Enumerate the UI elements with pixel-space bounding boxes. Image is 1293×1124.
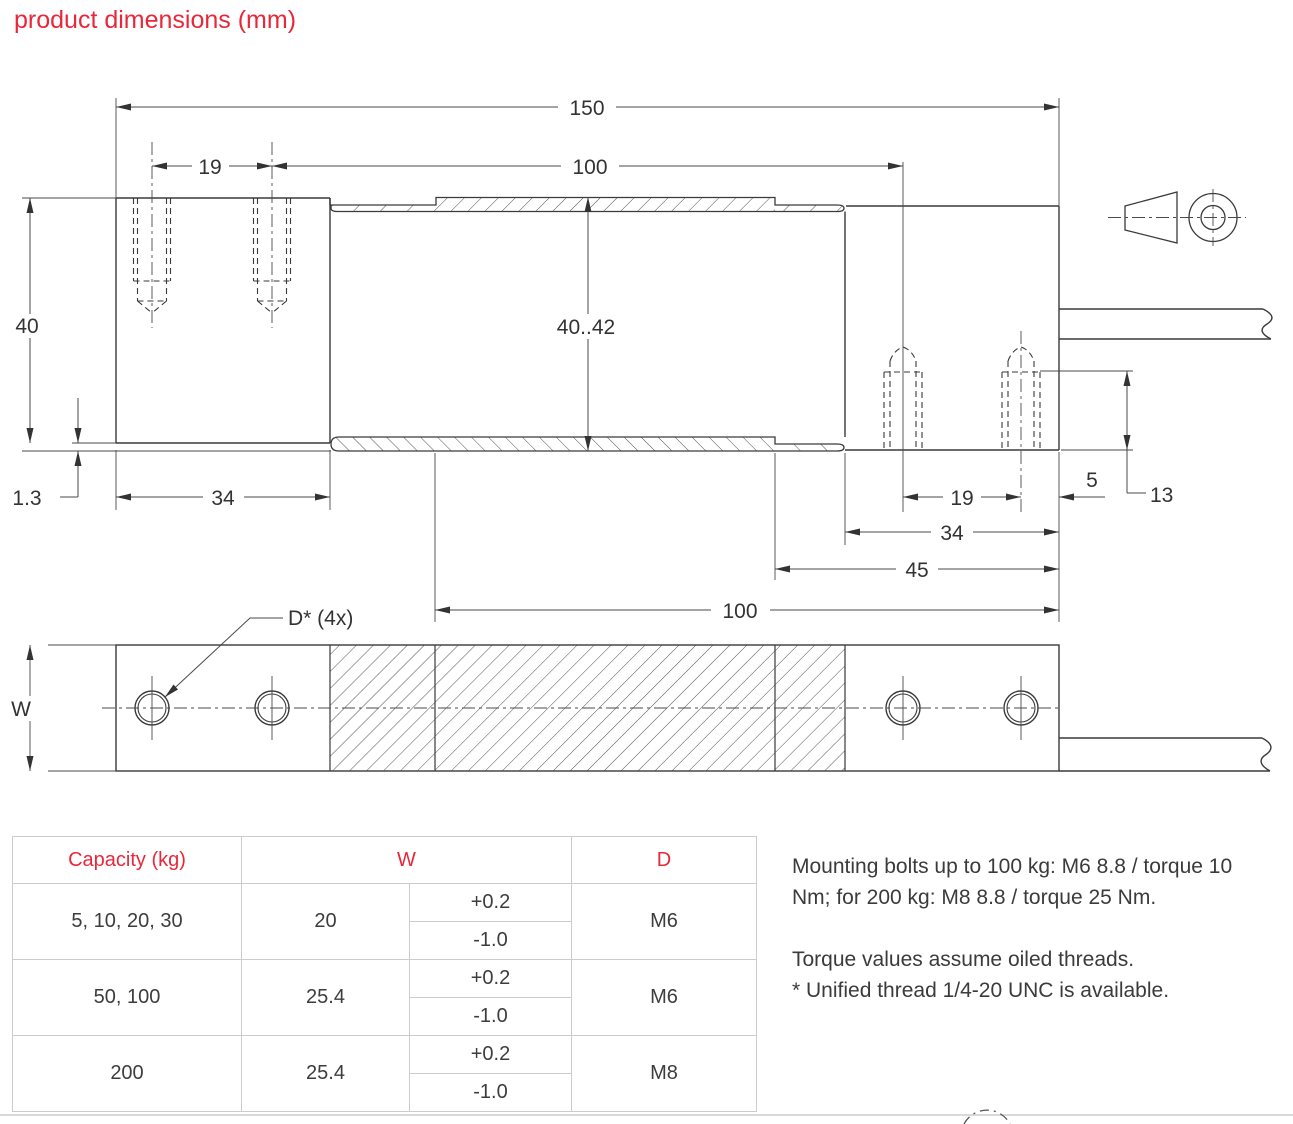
cable-break-icon bbox=[1261, 308, 1273, 340]
tol-plus: +0.2 bbox=[410, 1036, 571, 1074]
dim-hole-pitch-left: 19 bbox=[198, 156, 221, 179]
dim-hole-span-bottom: 100 bbox=[722, 600, 757, 623]
side-view-labels: 150 100 19 40 40..42 1.3 34 19 34 45 100… bbox=[9, 95, 1173, 623]
capacity-cell: 200 bbox=[110, 1062, 144, 1084]
page-title: product dimensions (mm) bbox=[14, 6, 297, 34]
body-outline bbox=[115, 197, 1060, 451]
capacity-cell: 5, 10, 20, 30 bbox=[71, 910, 183, 932]
table-row: 5, 10, 20, 30 20 +0.2 -1.0 M6 bbox=[13, 883, 756, 959]
dimension-lines bbox=[29, 106, 1146, 611]
tol-plus: +0.2 bbox=[410, 960, 571, 998]
w-cell: 25.4 bbox=[241, 1036, 409, 1111]
holes-callout: D* (4x) bbox=[164, 607, 353, 698]
leader-arrow-icon bbox=[165, 684, 178, 697]
cable-break-icon bbox=[1260, 737, 1272, 772]
centerlines bbox=[151, 142, 1022, 512]
side-view: 150 100 19 40 40..42 1.3 34 19 34 45 100… bbox=[9, 95, 1273, 623]
gland-centerlines bbox=[1108, 189, 1246, 246]
dim-total-length: 150 bbox=[569, 97, 604, 120]
d-cell: M6 bbox=[571, 960, 756, 1035]
cable-side bbox=[1059, 308, 1273, 340]
tolerance-cell: +0.2 -1.0 bbox=[409, 960, 571, 1035]
d-cell: M6 bbox=[571, 884, 756, 959]
header-w: W bbox=[241, 837, 571, 883]
d-cell: M8 bbox=[571, 1036, 756, 1111]
dim-thread-depth: 13 bbox=[1150, 484, 1173, 507]
dim-width-label: W bbox=[11, 698, 31, 721]
bottom-view: W D* (4x) bbox=[6, 607, 1272, 772]
dim-hole-pitch-right: 19 bbox=[950, 487, 973, 510]
cable-bottom bbox=[1059, 737, 1272, 772]
dim-plate-step: 45 bbox=[905, 559, 928, 582]
dim-hole-span-top: 100 bbox=[572, 156, 607, 179]
note-mounting: Mounting bolts up to 100 kg: M6 8.8 / to… bbox=[792, 855, 1233, 909]
notes: Mounting bolts up to 100 kg: M6 8.8 / to… bbox=[792, 851, 1258, 1006]
extension-lines bbox=[22, 98, 1133, 622]
cutoff-circle-icon bbox=[963, 1109, 1011, 1124]
table-header-row: Capacity (kg) W D bbox=[13, 837, 756, 883]
tol-minus: -1.0 bbox=[473, 1081, 508, 1103]
bottom-threaded-holes bbox=[883, 346, 1041, 450]
tol-minus: -1.0 bbox=[473, 929, 508, 951]
note-unified-thread: * Unified thread 1/4-20 UNC is available… bbox=[792, 979, 1170, 1002]
tol-minus: -1.0 bbox=[473, 1005, 508, 1027]
section-divider bbox=[0, 1114, 1293, 1116]
tol-plus: +0.2 bbox=[410, 884, 571, 922]
table-row: 200 25.4 +0.2 -1.0 M8 bbox=[13, 1035, 756, 1111]
spec-table: Capacity (kg) W D 5, 10, 20, 30 20 +0.2 … bbox=[12, 836, 757, 1112]
dim-block-left: 34 bbox=[211, 487, 235, 510]
arrowheads bbox=[26, 103, 1131, 614]
w-cell: 25.4 bbox=[241, 960, 409, 1035]
header-capacity: Capacity (kg) bbox=[68, 848, 186, 871]
tolerance-cell: +0.2 -1.0 bbox=[409, 884, 571, 959]
header-d: D bbox=[571, 837, 756, 883]
dim-block-right: 34 bbox=[940, 522, 964, 545]
technical-drawing: 150 100 19 40 40..42 1.3 34 19 34 45 100… bbox=[6, 95, 1273, 772]
tolerance-cell: +0.2 -1.0 bbox=[409, 1036, 571, 1111]
holes-label: D* (4x) bbox=[288, 607, 353, 630]
w-cell: 20 bbox=[241, 884, 409, 959]
table-row: 50, 100 25.4 +0.2 -1.0 M6 bbox=[13, 959, 756, 1035]
top-threaded-holes bbox=[132, 198, 292, 314]
dim-step: 1.3 bbox=[12, 487, 41, 510]
capacity-cell: 50, 100 bbox=[93, 986, 161, 1008]
dim-edge-offset: 5 bbox=[1086, 469, 1098, 492]
dim-height: 40 bbox=[15, 315, 38, 338]
note-torque-line: Torque values assume oiled threads. bbox=[792, 948, 1135, 971]
note-torque: Torque values assume oiled threads. * Un… bbox=[792, 944, 1258, 1006]
dim-height-range: 40..42 bbox=[557, 316, 615, 339]
